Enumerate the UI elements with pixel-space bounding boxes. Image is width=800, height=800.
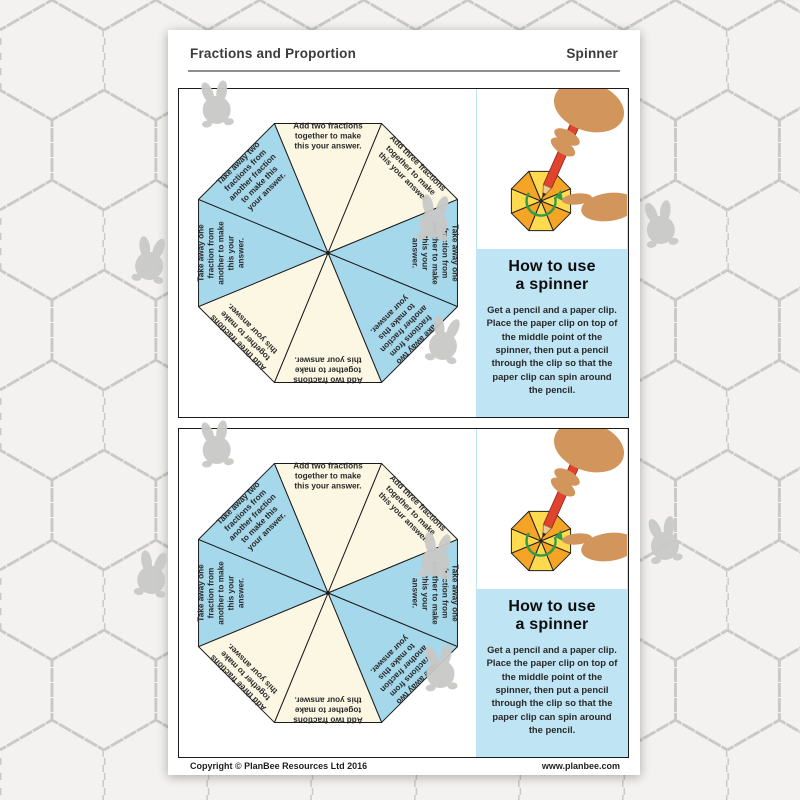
bunny-icon — [412, 192, 456, 243]
page-footer: Copyright © PlanBee Resources Ltd 2016 w… — [190, 761, 620, 771]
svg-text:this your: this your — [420, 236, 429, 272]
svg-text:Add two fractions: Add two fractions — [292, 375, 362, 384]
howto-title: How to use a spinner — [508, 598, 595, 634]
svg-text:this your: this your — [226, 235, 235, 271]
svg-text:Take away one: Take away one — [450, 224, 459, 282]
howto-instructions: Get a pencil and a paper clip. Place the… — [486, 303, 618, 395]
svg-text:answer.: answer. — [410, 238, 419, 268]
svg-text:together to make: together to make — [294, 705, 361, 714]
bunny-icon — [418, 642, 462, 693]
howto-title-line: a spinner — [515, 615, 589, 633]
svg-text:together to make: together to make — [294, 132, 361, 141]
bunny-icon — [640, 513, 687, 567]
howto-sidebar: How to use a spinner Get a pencil and a … — [476, 89, 628, 417]
howto-title-line: How to use — [508, 598, 596, 615]
svg-text:answer.: answer. — [236, 238, 245, 268]
bunny-icon — [129, 548, 175, 601]
svg-text:answer.: answer. — [410, 578, 419, 608]
svg-text:fraction from: fraction from — [206, 568, 215, 619]
bunny-icon — [127, 233, 173, 286]
page-title: Fractions and Proportion — [190, 46, 357, 61]
spinner-hand-illustration — [477, 429, 627, 589]
page-subtitle: Spinner — [566, 46, 618, 61]
bunny-icon — [637, 197, 683, 250]
svg-text:answer.: answer. — [236, 578, 245, 608]
svg-text:this your: this your — [420, 576, 429, 612]
svg-text:together to make: together to make — [294, 365, 361, 374]
svg-text:another to make: another to make — [430, 561, 439, 625]
howto-sidebar: How to use a spinner Get a pencil and a … — [476, 429, 628, 757]
spinner-center-dot — [325, 251, 330, 255]
bunny-icon — [414, 530, 459, 582]
svg-text:Take away one: Take away one — [450, 564, 459, 622]
worksheet-page: Fractions and Proportion Spinner Add two… — [168, 30, 640, 775]
page-header: Fractions and Proportion Spinner — [190, 46, 618, 61]
svg-text:Add two fractions: Add two fractions — [293, 462, 363, 471]
howto-title-line: a spinner — [515, 275, 589, 293]
svg-text:together to make: together to make — [294, 472, 361, 481]
svg-text:Take away one: Take away one — [196, 564, 205, 622]
svg-text:this your: this your — [226, 575, 235, 611]
bunny-icon — [194, 418, 239, 470]
website-url: www.planbee.com — [541, 761, 620, 771]
howto-title: How to use a spinner — [508, 258, 595, 294]
svg-text:Take away one: Take away one — [196, 224, 205, 282]
spinner-hand-illustration — [477, 89, 627, 249]
svg-text:fraction from: fraction from — [440, 568, 449, 619]
svg-text:this your answer.: this your answer. — [294, 695, 361, 704]
svg-text:Add two fractions: Add two fractions — [292, 715, 362, 724]
svg-text:Add two fractions: Add two fractions — [293, 122, 363, 131]
svg-text:fraction from: fraction from — [206, 228, 215, 279]
svg-text:this your answer.: this your answer. — [294, 355, 361, 364]
svg-text:another to make: another to make — [430, 221, 439, 285]
spinner-center-dot — [325, 591, 330, 595]
copyright-text: Copyright © PlanBee Resources Ltd 2016 — [190, 761, 368, 771]
spinner-segment — [197, 463, 328, 594]
svg-text:this your answer.: this your answer. — [294, 482, 361, 491]
bunny-icon — [194, 78, 239, 130]
howto-instructions: Get a pencil and a paper clip. Place the… — [486, 643, 618, 735]
header-divider — [188, 70, 620, 72]
spinner-segment — [197, 123, 328, 254]
svg-text:fraction from: fraction from — [440, 228, 449, 279]
svg-text:this your answer.: this your answer. — [294, 142, 361, 151]
howto-title-line: How to use — [508, 258, 596, 275]
bunny-icon — [420, 313, 468, 367]
svg-text:another to make: another to make — [216, 561, 225, 625]
svg-text:another to make: another to make — [216, 221, 225, 285]
